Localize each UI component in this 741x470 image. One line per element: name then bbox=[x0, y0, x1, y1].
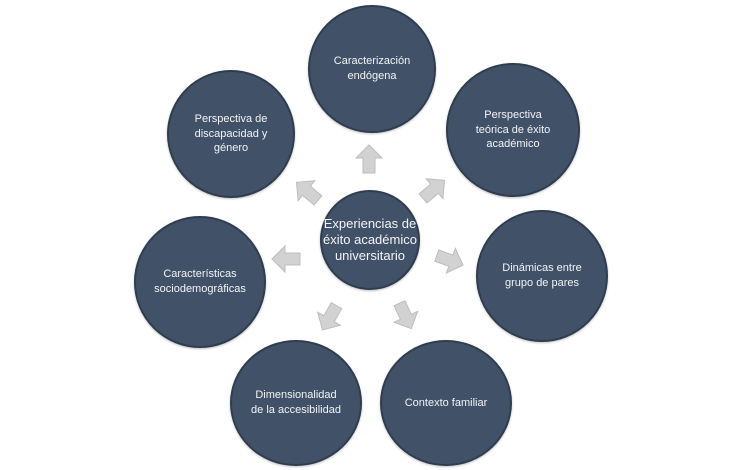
node-caracterizacion: Caracterización endógena bbox=[308, 5, 436, 133]
arrow-to-perspectiva-teorica bbox=[418, 178, 446, 204]
center-node: Experiencias de éxito académico universi… bbox=[320, 190, 420, 290]
node-perspectiva-teorica: Perspectiva teórica de éxito académico bbox=[446, 63, 580, 197]
node-caracterizacion-label: Caracterización endógena bbox=[333, 55, 411, 82]
arrow-to-contexto bbox=[392, 300, 419, 330]
arrow-to-caracteristicas bbox=[271, 244, 301, 274]
arrow-to-discapacidad bbox=[295, 180, 323, 206]
node-discapacidad: Perspectiva de discapacidad y género bbox=[167, 70, 295, 198]
arrow-to-caracterizacion bbox=[354, 144, 384, 174]
node-dinamicas: Dinámicas entre grupo de pares bbox=[476, 210, 608, 342]
arrow-to-dinamicas bbox=[434, 247, 464, 274]
node-dimensionalidad-label: Dimensionalidad de la accesibilidad bbox=[251, 389, 341, 416]
node-contexto-label: Contexto familiar bbox=[404, 396, 488, 409]
node-discapacidad-label: Perspectiva de discapacidad y género bbox=[194, 112, 268, 155]
node-contexto: Contexto familiar bbox=[380, 340, 512, 466]
node-dimensionalidad: Dimensionalidad de la accesibilidad bbox=[230, 340, 362, 466]
node-dinamicas-label: Dinámicas entre grupo de pares bbox=[502, 262, 582, 289]
center-node-label: Experiencias de éxito académico universi… bbox=[323, 215, 417, 264]
node-caracteristicas: Características sociodemográficas bbox=[134, 216, 266, 348]
node-caracteristicas-label: Características sociodemográficas bbox=[154, 268, 246, 295]
node-perspectiva-teorica-label: Perspectiva teórica de éxito académico bbox=[475, 108, 551, 151]
arrow-to-dimensionalidad bbox=[316, 302, 343, 331]
